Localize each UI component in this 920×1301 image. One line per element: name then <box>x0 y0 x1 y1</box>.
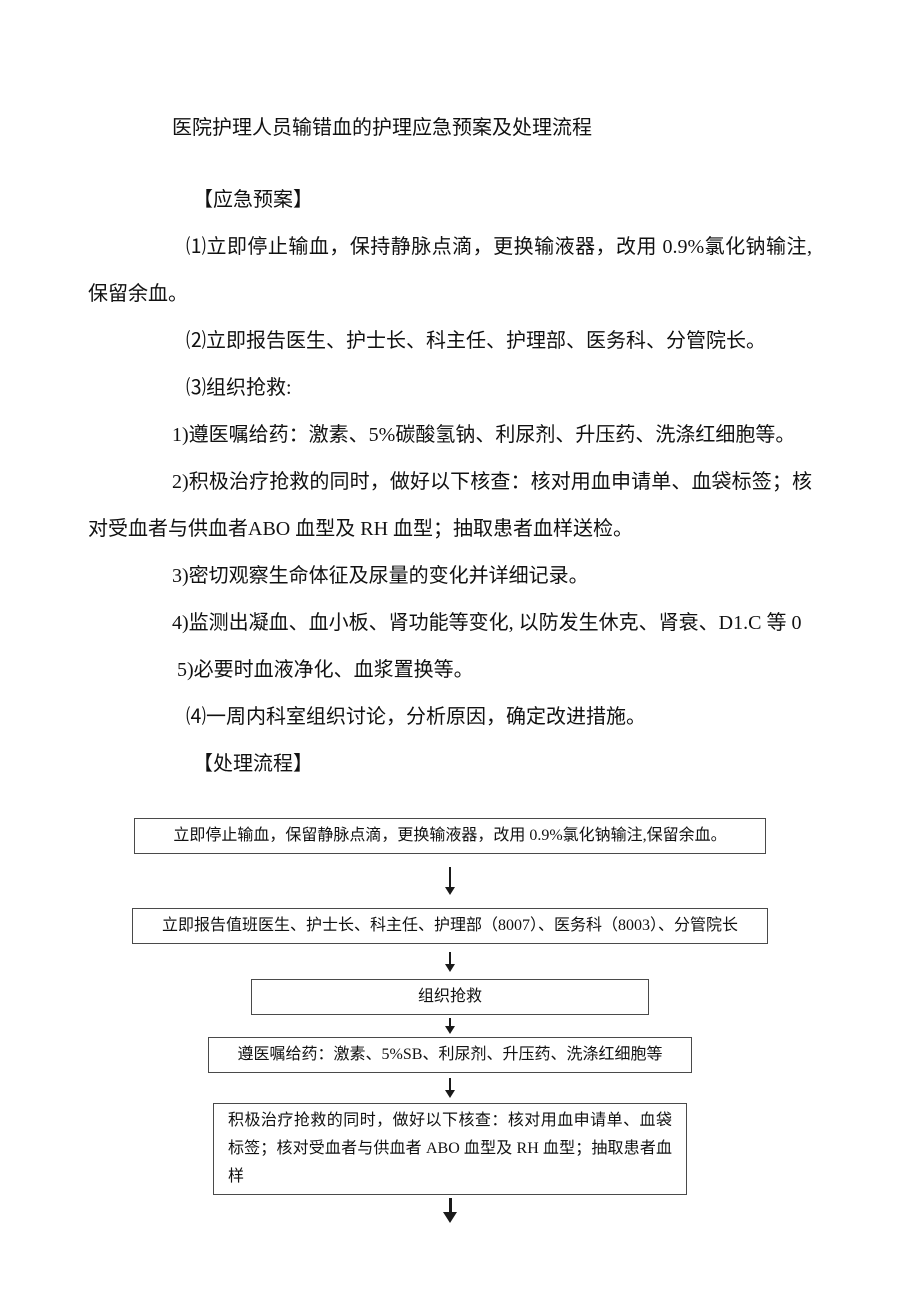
arrow-head <box>445 887 455 895</box>
arrow-shaft <box>448 1197 452 1212</box>
process-flow-heading: 【处理流程】 <box>193 753 313 775</box>
arrow-down-icon <box>445 854 455 908</box>
arrow-head <box>445 1090 455 1098</box>
arrow-down-icon <box>445 1015 455 1037</box>
paragraph-step-2: ⑵立即报告医生、护士长、科主任、护理部、医务科、分管院长。 <box>186 330 766 352</box>
paragraph-substep-4: 4)监测出凝血、血小板、肾功能等变化, 以防发生休克、肾衰、D1.C 等 0 <box>172 612 802 634</box>
flow-step-organize-rescue: 组织抢救 <box>251 979 649 1015</box>
arrow-down-icon <box>445 944 455 979</box>
arrow-head <box>445 963 455 972</box>
paragraph-step-1: ⑴立即停止输血，保持静脉点滴，更换输液器，改用 0.9%氯化钠输注,保留余血。 <box>88 236 812 305</box>
paragraph-substep-3: 3)密切观察生命体征及尿量的变化并详细记录。 <box>172 565 589 587</box>
arrow-shaft <box>449 1078 451 1090</box>
flow-step-report: 立即报告值班医生、护士长、科主任、护理部（8007）、医务科（8003）、分管院… <box>132 908 768 944</box>
paragraph-step-4: ⑷一周内科室组织讨论，分析原因，确定改进措施。 <box>186 706 646 728</box>
paragraph-substep-5: 5)必要时血液净化、血浆置换等。 <box>177 659 474 681</box>
emergency-plan-heading: 【应急预案】 <box>193 189 313 211</box>
flow-step-stop-transfusion: 立即停止输血，保留静脉点滴，更换输液器，改用 0.9%氯化钠输注,保留余血。 <box>134 818 766 854</box>
flow-step-medication: 遵医嘱给药：激素、5%SB、利尿剂、升压药、洗涤红细胞等 <box>208 1037 692 1073</box>
paragraph-substep-2: 2)积极治疗抢救的同时，做好以下核查：核对用血申请单、血袋标签；核对受血者与供血… <box>88 471 812 540</box>
arrow-head <box>443 1211 457 1223</box>
arrow-down-icon <box>445 1073 455 1103</box>
flowchart: 立即停止输血，保留静脉点滴，更换输液器，改用 0.9%氯化钠输注,保留余血。 立… <box>88 818 812 1225</box>
flow-step-verification: 积极治疗抢救的同时，做好以下核查：核对用血申请单、血袋标签；核对受血者与供血者 … <box>213 1103 687 1195</box>
document-title: 医院护理人员输错血的护理应急预案及处理流程 <box>172 117 592 139</box>
paragraph-step-3: ⑶组织抢救: <box>186 377 292 399</box>
paragraph-substep-1: 1)遵医嘱给药：激素、5%碳酸氢钠、利尿剂、升压药、洗涤红细胞等。 <box>172 424 796 446</box>
arrow-shaft <box>449 1018 451 1026</box>
arrow-down-icon <box>443 1195 457 1225</box>
arrow-shaft <box>449 867 451 887</box>
arrow-shaft <box>449 951 451 964</box>
arrow-head <box>445 1026 455 1034</box>
